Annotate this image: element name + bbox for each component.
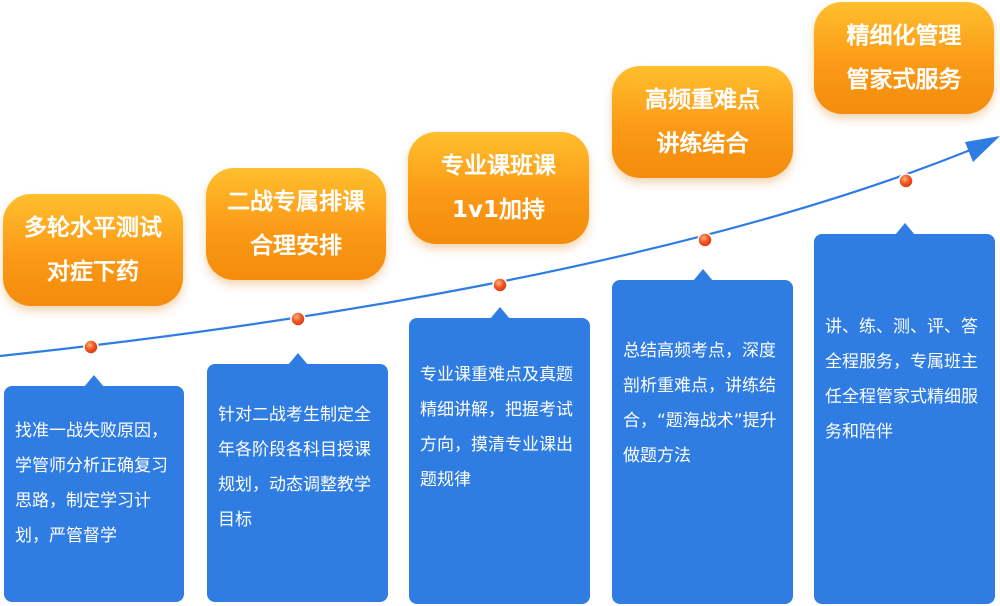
stage-2-title-badge: 二战专属排课 合理安排 [206,168,386,280]
stage-4-detail-card: 总结高频考点，深度剖析重难点，讲练结合，“题海战术”提升做题方法 [612,269,793,604]
stage-4-title-badge: 高频重难点 讲练结合 [612,66,793,178]
stage-1-title-badge: 多轮水平测试 对症下药 [3,194,183,306]
stage-4-dot [697,232,713,248]
stage-4-title-line2: 讲练结合 [656,131,749,157]
stage-1-detail-card: 找准一战失败原因，学管师分析正确复习思路，制定学习计划，严管督学 [4,375,184,602]
stage-4-detail-text: 总结高频考点，深度剖析重难点，讲练结合，“题海战术”提升做题方法 [623,341,777,466]
stage-1-title-line2: 对症下药 [47,259,139,285]
stage-5-detail-card: 讲、练、测、评、答全程服务，专属班主任全程管家式精细服务和陪伴 [814,223,995,604]
stage-2-detail-card: 针对二战考生制定全年各阶段各科目授课规划，动态调整教学目标 [207,353,388,602]
stage-1-dot [83,339,99,355]
stage-3-title-badge: 专业课班课 1v1加持 [408,132,589,244]
stage-2-title-line2: 合理安排 [250,233,342,259]
stage-2-detail-text: 针对二战考生制定全年各阶段各科目授课规划，动态调整教学目标 [218,405,371,530]
stage-1-detail-text: 找准一战失败原因，学管师分析正确复习思路，制定学习计划，严管督学 [15,421,168,546]
stage-3-dot [492,277,508,293]
stage-2-dot [290,311,306,327]
stage-3-title-line2: 1v1加持 [452,197,545,223]
stage-5-title-line2: 管家式服务 [846,67,962,93]
stage-5-title-badge: 精细化管理 管家式服务 [814,2,994,114]
stage-5-title-line1: 精细化管理 [846,23,962,49]
stage-4-title-line1: 高频重难点 [645,87,760,113]
stage-5-dot [898,173,914,189]
stage-1-title-line1: 多轮水平测试 [24,215,162,241]
stage-3-detail-text: 专业课重难点及真题精细讲解，把握考试方向，摸清专业课出题规律 [420,365,573,490]
growth-curve-arrowhead [965,136,1000,162]
stage-3-title-line1: 专业课班课 [441,153,556,179]
stage-2-title-line1: 二战专属排课 [227,189,365,215]
stage-5-detail-text: 讲、练、测、评、答全程服务，专属班主任全程管家式精细服务和陪伴 [825,317,978,442]
stage-3-detail-card: 专业课重难点及真题精细讲解，把握考试方向，摸清专业课出题规律 [409,307,590,604]
